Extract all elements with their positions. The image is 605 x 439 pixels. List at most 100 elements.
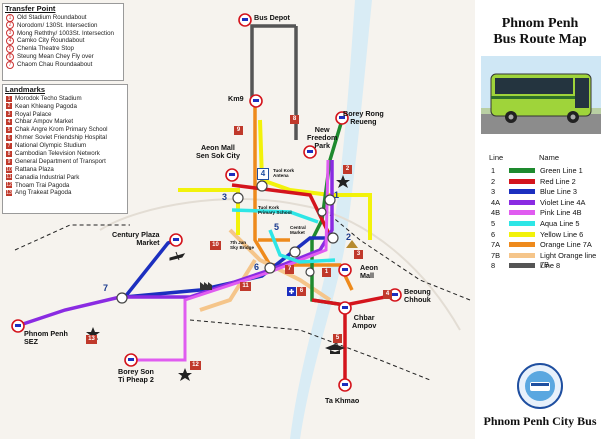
transfer-stop-marker[interactable]: [317, 207, 327, 217]
royal-palace-icon: [346, 240, 358, 248]
transfer-point-5-marker[interactable]: [289, 246, 301, 258]
legend-line-name: Violet Line 4A: [540, 197, 586, 207]
legend-color-swatch: [509, 178, 535, 184]
transfer-point-1-marker[interactable]: [324, 194, 336, 206]
airport-plane-icon: [169, 251, 186, 261]
legend-row: 5 Aqua Line 5: [485, 219, 605, 228]
transfer-point-3-label: 3: [222, 192, 228, 202]
landmark-11-marker: 11: [240, 282, 251, 291]
line-7b-route: [199, 228, 332, 312]
legend-line-code: 4A: [491, 197, 501, 207]
star-landmark-icon: [178, 368, 192, 381]
label-km9: Km9: [228, 94, 244, 103]
landmark-10-marker: 10: [210, 241, 221, 250]
landmark-9-marker: 9: [234, 126, 243, 135]
line-4b-route: [130, 159, 330, 362]
transfer-point-7-marker[interactable]: [116, 292, 128, 304]
bus-illustration: [481, 56, 601, 134]
landmark-4-marker: 4: [383, 290, 392, 299]
route-map-canvas: [11, 0, 471, 439]
legend-line-code: 2: [491, 176, 496, 186]
legend-line-header: Line: [489, 153, 504, 162]
legend-line-name: Pink Line 4B: [540, 208, 582, 218]
legend-color-swatch: [509, 252, 535, 258]
transfer-point-3-marker[interactable]: [232, 192, 244, 204]
legend-color-swatch: [509, 231, 535, 237]
landmark-13-marker: 13: [86, 335, 97, 344]
legend-line-name: Line 8: [540, 261, 561, 271]
legend-row: 6 Yellow Line 6: [485, 230, 605, 239]
legend-line-name: Blue Line 3: [540, 187, 577, 197]
transfer-point-2-marker[interactable]: [327, 232, 339, 244]
legend-line-name: Yellow Line 6: [540, 229, 584, 239]
legend-line-name: Green Line 1: [540, 166, 583, 175]
map-title-line-1: Phnom Penh: [501, 16, 579, 31]
label-ta-khmao: Ta Khmao: [325, 396, 360, 405]
legend-line-name: Red Line 2: [540, 176, 576, 186]
legend-line-code: 6: [491, 229, 496, 239]
legend-line-code: 4B: [491, 208, 501, 218]
legend-row: 3 Blue Line 3: [485, 187, 605, 196]
landmark-7-marker: 7: [285, 265, 294, 274]
transfer-point-2-label: 2: [346, 232, 352, 242]
transfer-point-1-label: 1: [334, 190, 340, 200]
landmarks-heading: Landmarks: [5, 85, 46, 94]
transfer-point-4-marker[interactable]: [256, 180, 268, 192]
legend-line-code: 5: [491, 219, 496, 228]
legend-row: 4A Violet Line 4A: [485, 198, 605, 207]
legend-color-swatch: [509, 221, 535, 226]
transfer-point-heading: Transfer Point: [5, 4, 56, 13]
transfer-point-6-marker[interactable]: [264, 262, 276, 274]
legend-color-swatch: [509, 199, 535, 205]
transfer-point-6-label: 6: [254, 262, 260, 272]
legend-color-swatch: [509, 168, 535, 173]
footer-title: Phnom Penh City Bus: [483, 414, 597, 428]
legend-row: 2 Red Line 2: [485, 177, 605, 186]
legend-line-code: 3: [491, 187, 496, 197]
legend-color-swatch: [509, 210, 535, 216]
graduation-cap-icon: [325, 344, 345, 354]
legend-line-code: 1: [491, 166, 496, 175]
transfer-point-5-label: 5: [274, 222, 280, 232]
dashed-boundary: [14, 214, 471, 381]
transfer-stop-marker[interactable]: [305, 267, 315, 277]
legend-line-name: Aqua Line 5: [540, 219, 580, 228]
legend-color-swatch: [509, 189, 535, 195]
legend-line-code: 7B: [491, 250, 501, 260]
legend-name-header: Name: [539, 153, 560, 162]
line-5-route: [231, 208, 336, 264]
transfer-point-7-label: 7: [103, 283, 109, 293]
landmark-5-marker: 5: [333, 334, 342, 343]
